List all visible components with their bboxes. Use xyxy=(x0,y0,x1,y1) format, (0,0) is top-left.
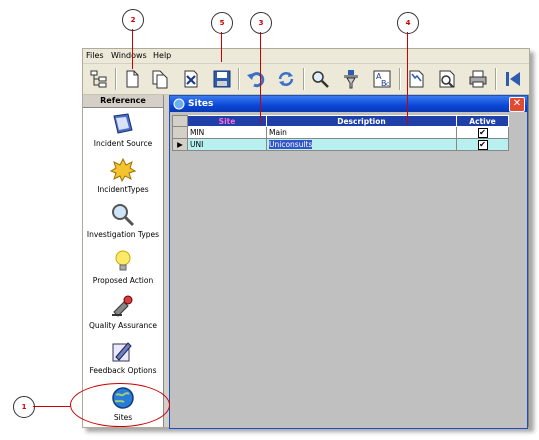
close-icon[interactable]: ✕ xyxy=(509,97,525,112)
row-indicator: ▶ xyxy=(172,138,188,151)
callout-1: 1 xyxy=(13,396,35,418)
cell-site[interactable]: UNI xyxy=(187,138,267,151)
sidebar-item-label: Quality Assurance xyxy=(88,321,158,330)
hierarchy-icon[interactable] xyxy=(87,67,111,91)
table-row[interactable]: MIN Main ✔ xyxy=(172,126,509,139)
cell-description[interactable]: Uniconsults xyxy=(269,140,313,149)
callout-3: 3 xyxy=(250,12,272,34)
sidebar-header: Reference xyxy=(83,95,163,108)
magnifier-icon xyxy=(108,202,138,228)
mdi-area: Sites ✕ Site Description Active MIN xyxy=(169,95,529,429)
explosion-icon xyxy=(108,157,138,183)
menu-files[interactable]: Files xyxy=(86,51,104,60)
report-icon[interactable] xyxy=(435,67,459,91)
stamp-icon xyxy=(108,293,138,319)
callout-1-arrow xyxy=(33,406,70,407)
column-header-active[interactable]: Active xyxy=(456,115,509,127)
printer-icon[interactable] xyxy=(466,67,490,91)
callout-5: 5 xyxy=(211,12,233,34)
sidebar-item-label: Feedback Options xyxy=(89,366,157,375)
pencil-paper-icon xyxy=(108,338,138,364)
sites-window: Sites ✕ Site Description Active MIN xyxy=(169,95,528,429)
sites-highlight-ellipse xyxy=(70,383,170,427)
cell-site[interactable]: MIN xyxy=(187,126,267,139)
window-title: Sites xyxy=(188,99,214,109)
sidebar-item-quality-assurance[interactable]: Quality Assurance xyxy=(83,293,163,330)
callout-2-arrow xyxy=(132,29,133,69)
undo-icon[interactable] xyxy=(244,67,268,91)
active-checkbox[interactable]: ✔ xyxy=(477,127,488,138)
menu-windows[interactable]: Windows xyxy=(111,51,147,60)
first-record-icon[interactable] xyxy=(501,67,525,91)
callout-2: 2 xyxy=(122,9,144,31)
window-title-bar[interactable]: Sites ✕ xyxy=(170,96,527,112)
notebook-icon xyxy=(108,111,138,137)
sidebar-item-incident-source[interactable]: Incident Source xyxy=(83,111,163,148)
sidebar-item-investigation-types[interactable]: Investigation Types xyxy=(83,202,163,239)
callout-5-arrow xyxy=(221,32,222,62)
sidebar-item-label: IncidentTypes xyxy=(97,185,149,194)
sidebar-item-proposed-action[interactable]: Proposed Action xyxy=(83,248,163,285)
refresh-icon[interactable] xyxy=(274,67,298,91)
print-preview-icon[interactable] xyxy=(405,67,429,91)
menu-bar: Files Windows Help xyxy=(83,49,529,64)
column-header-description[interactable]: Description xyxy=(266,115,457,127)
copy-icon[interactable] xyxy=(148,67,172,91)
sidebar-item-label: Investigation Types xyxy=(86,230,160,239)
reference-sidebar: Reference Incident Source IncidentTypes … xyxy=(83,95,164,427)
new-icon[interactable] xyxy=(120,67,144,91)
window-globe-icon xyxy=(173,98,185,110)
sidebar-splitter[interactable] xyxy=(164,95,169,427)
cell-description[interactable]: Main xyxy=(266,126,457,139)
filter-icon[interactable] xyxy=(339,67,363,91)
sites-grid: Site Description Active MIN Main ✔ ▶ UNI xyxy=(172,115,509,151)
application-window: Files Windows Help xyxy=(82,48,530,429)
callout-4: 4 xyxy=(397,12,419,34)
sidebar-item-incident-types[interactable]: IncidentTypes xyxy=(83,157,163,194)
svg-text:c: c xyxy=(386,81,389,88)
delete-icon[interactable] xyxy=(179,67,203,91)
sidebar-item-feedback-options[interactable]: Feedback Options xyxy=(83,338,163,375)
callout-3-arrow xyxy=(260,32,261,124)
callout-4-arrow xyxy=(407,32,408,124)
search-icon[interactable] xyxy=(308,67,332,91)
svg-text:B: B xyxy=(381,79,387,88)
row-indicator xyxy=(172,126,188,139)
row-indicator-header xyxy=(172,115,188,127)
active-checkbox[interactable]: ✔ xyxy=(477,139,488,150)
table-row[interactable]: ▶ UNI Uniconsults ✔ xyxy=(172,138,509,151)
lightbulb-icon xyxy=(108,248,138,274)
sidebar-item-label: Incident Source xyxy=(93,139,153,148)
svg-text:A: A xyxy=(376,72,382,81)
sidebar-item-label: Proposed Action xyxy=(92,276,154,285)
save-icon[interactable] xyxy=(210,67,234,91)
column-header-site[interactable]: Site xyxy=(187,115,267,127)
menu-help[interactable]: Help xyxy=(153,51,172,60)
